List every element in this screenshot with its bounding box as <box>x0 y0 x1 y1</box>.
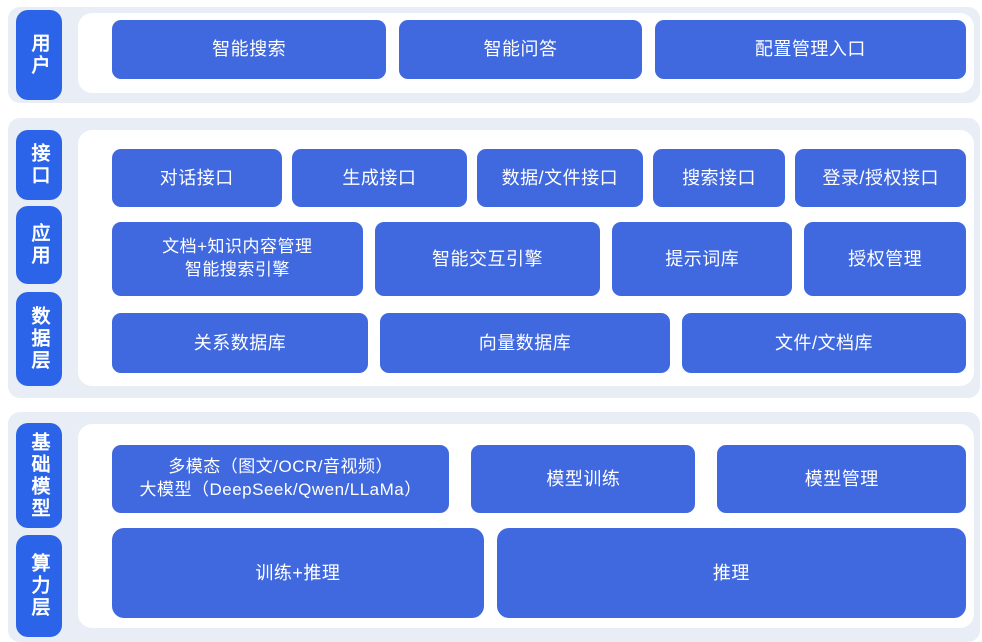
layer-label-interface: 接口 <box>16 130 62 200</box>
layer-label-compute-layer: 算力层 <box>16 535 62 637</box>
box-model-training: 模型训练 <box>471 445 696 513</box>
compute-row: 训练+推理 推理 <box>112 528 966 618</box>
box-doc-knowledge-search-engine: 文档+知识内容管理 智能搜索引擎 <box>112 222 363 296</box>
layer-section-user: 用户 智能搜索 智能问答 配置管理入口 <box>8 7 980 103</box>
box-vector-db: 向量数据库 <box>380 313 670 373</box>
bottom-panel: 多模态（图文/OCR/音视频） 大模型（DeepSeek/Qwen/LLaMa）… <box>78 424 974 628</box>
application-row: 文档+知识内容管理 智能搜索引擎 智能交互引擎 提示词库 授权管理 <box>112 222 966 296</box>
box-config-management-entry: 配置管理入口 <box>654 20 967 79</box>
box-training-inference: 训练+推理 <box>112 528 484 618</box>
user-row: 智能搜索 智能问答 配置管理入口 <box>112 20 967 79</box>
box-prompt-library: 提示词库 <box>612 222 793 296</box>
middle-panel: 对话接口 生成接口 数据/文件接口 搜索接口 登录/授权接口 文档+知识内容管理… <box>78 130 974 386</box>
box-smart-qa: 智能问答 <box>399 20 642 79</box>
box-search-api: 搜索接口 <box>652 149 786 207</box>
box-relational-db: 关系数据库 <box>112 313 368 373</box>
box-line: 智能搜索引擎 <box>184 260 290 279</box>
box-model-management: 模型管理 <box>717 445 967 513</box>
box-line: 多模态（图文/OCR/音视频） <box>168 457 393 477</box>
box-inference: 推理 <box>496 528 966 618</box>
box-smart-search: 智能搜索 <box>112 20 387 79</box>
user-panel: 智能搜索 智能问答 配置管理入口 <box>78 13 974 93</box>
box-data-file-api: 数据/文件接口 <box>477 149 643 207</box>
box-file-doc-store: 文件/文档库 <box>682 313 966 373</box>
layer-label-application: 应用 <box>16 206 62 284</box>
model-row: 多模态（图文/OCR/音视频） 大模型（DeepSeek/Qwen/LLaMa）… <box>112 445 967 513</box>
layer-label-user: 用户 <box>16 10 62 100</box>
box-auth-management: 授权管理 <box>804 222 966 296</box>
box-dialog-api: 对话接口 <box>112 149 282 207</box>
data-row: 关系数据库 向量数据库 文件/文档库 <box>112 313 966 373</box>
box-login-auth-api: 登录/授权接口 <box>795 149 966 207</box>
box-line: 文档+知识内容管理 <box>162 237 313 257</box>
box-interaction-engine: 智能交互引擎 <box>374 222 601 296</box>
box-multimodal-llm: 多模态（图文/OCR/音视频） 大模型（DeepSeek/Qwen/LLaMa） <box>112 445 450 513</box>
interface-row: 对话接口 生成接口 数据/文件接口 搜索接口 登录/授权接口 <box>112 149 966 207</box>
box-generation-api: 生成接口 <box>291 149 468 207</box>
layer-label-foundation-model: 基础模型 <box>16 423 62 528</box>
box-line: 大模型（DeepSeek/Qwen/LLaMa） <box>139 480 422 499</box>
layer-section-middle: 接口 应用 数据层 对话接口 生成接口 数据/文件接口 搜索接口 登录/授权接口… <box>8 118 980 398</box>
layer-label-data-layer: 数据层 <box>16 292 62 386</box>
layer-section-bottom: 基础模型 算力层 多模态（图文/OCR/音视频） 大模型（DeepSeek/Qw… <box>8 412 980 642</box>
